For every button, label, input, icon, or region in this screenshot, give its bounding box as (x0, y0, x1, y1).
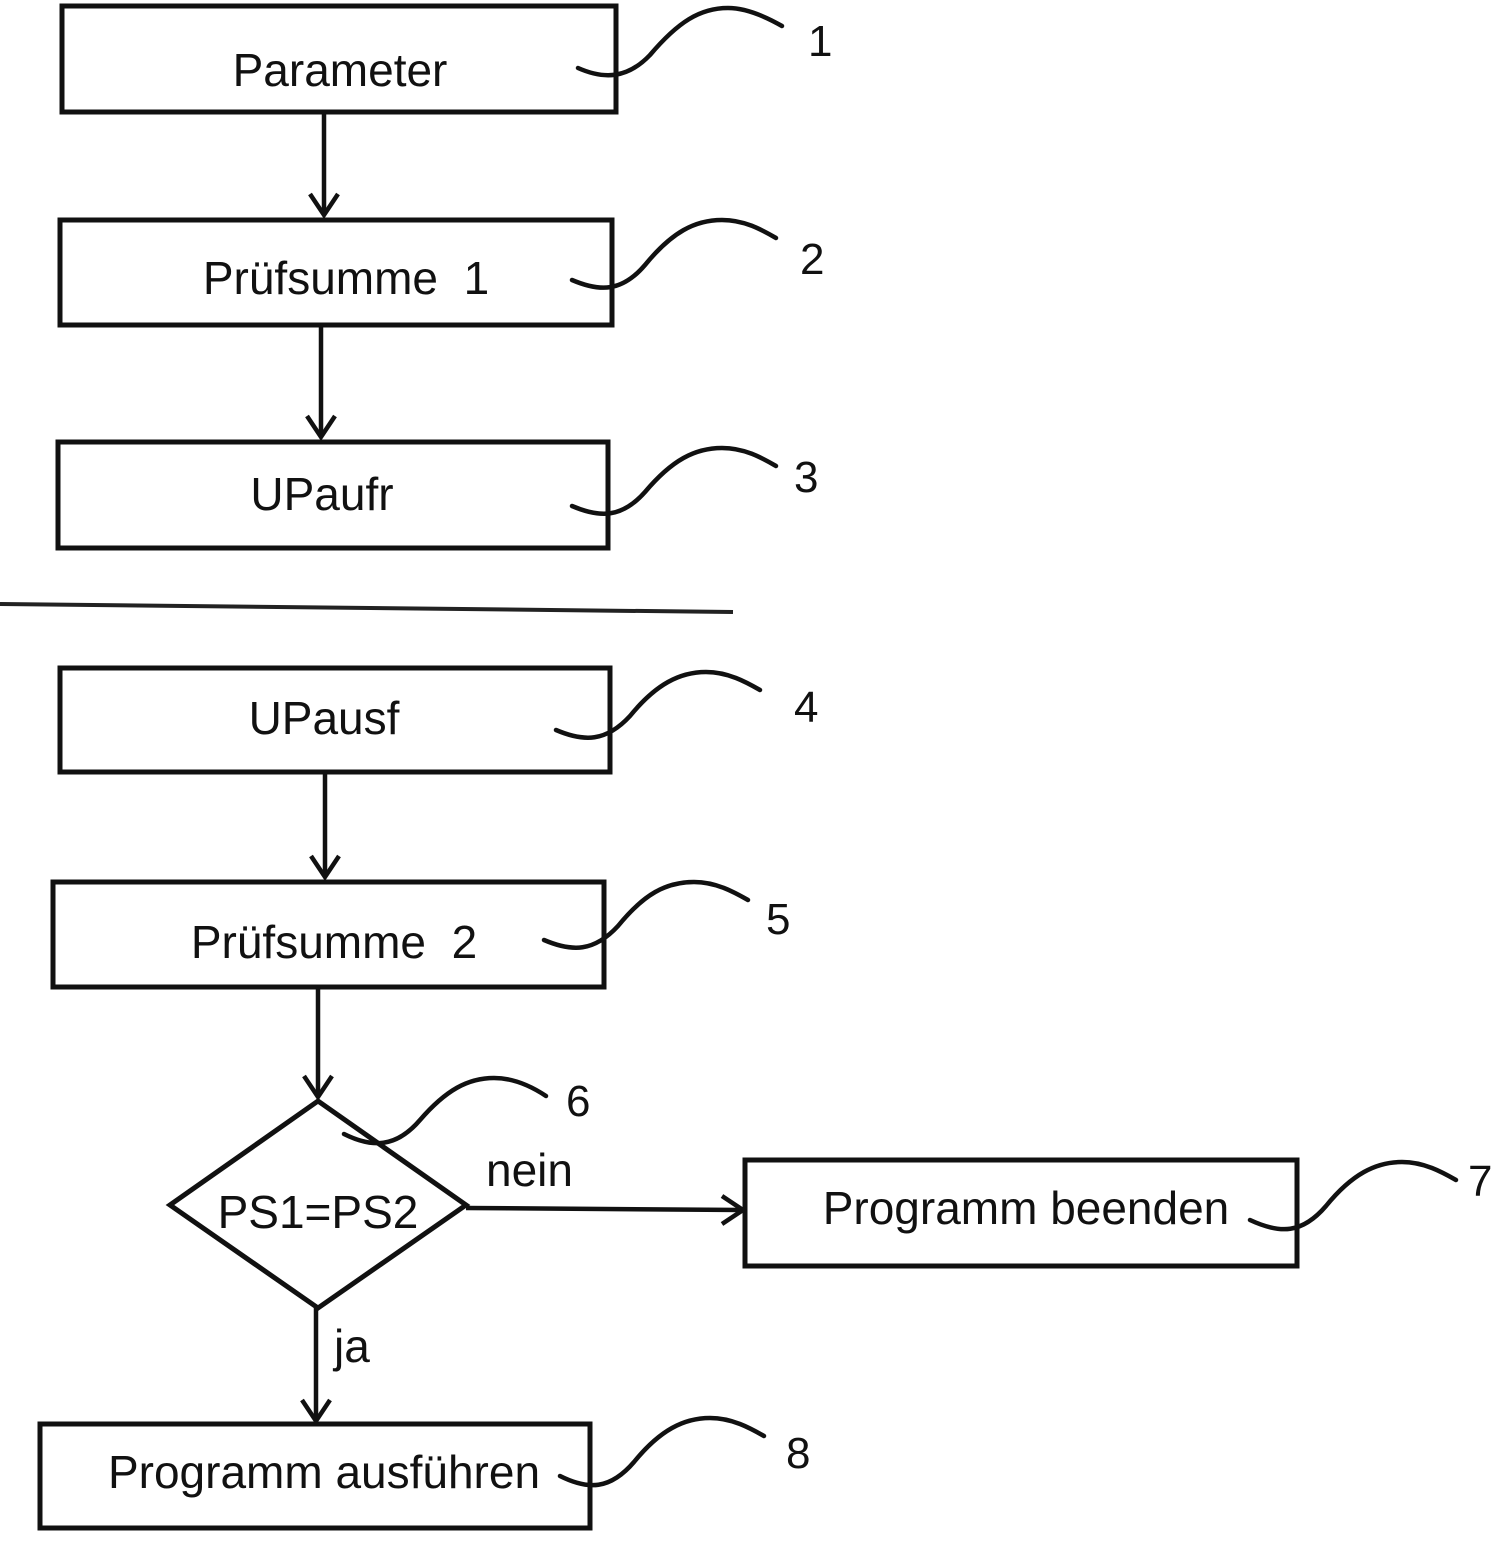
arrow-upausf-to-pruefsumme-2 (311, 772, 339, 877)
arrow-pruefsumme-2-to-decision (304, 987, 332, 1097)
ref-numeral-8: 8 (786, 1429, 810, 1478)
arrow-decision-no (466, 1196, 743, 1224)
label-programm-beenden: Programm beenden (823, 1182, 1230, 1234)
ref-numeral-4: 4 (794, 683, 818, 732)
ref-numeral-7: 7 (1468, 1157, 1492, 1206)
arrow-parameter-to-pruefsumme-1 (310, 112, 338, 215)
label-pruefsumme-1: Prüfsumme 1 (203, 252, 489, 304)
label-parameter: Parameter (233, 44, 448, 96)
edge-label-yes: ja (332, 1320, 370, 1372)
edge-label-no: nein (486, 1144, 573, 1196)
label-programm-ausfuehren: Programm ausführen (108, 1446, 540, 1498)
label-pruefsumme-2: Prüfsumme 2 (191, 916, 477, 968)
label-upausf: UPausf (249, 692, 400, 744)
ref-numeral-5: 5 (766, 895, 790, 944)
leader-line-6 (344, 1078, 546, 1143)
ref-numeral-3: 3 (794, 453, 818, 502)
label-decision: PS1=PS2 (218, 1186, 419, 1238)
ref-numeral-2: 2 (800, 235, 824, 284)
ref-numeral-6: 6 (566, 1077, 590, 1126)
label-upaufr: UPaufr (250, 468, 393, 520)
arrow-pruefsumme-1-to-upaufr (307, 325, 335, 437)
section-divider (0, 604, 733, 612)
arrow-decision-yes (302, 1308, 330, 1421)
ref-numeral-1: 1 (808, 17, 832, 66)
